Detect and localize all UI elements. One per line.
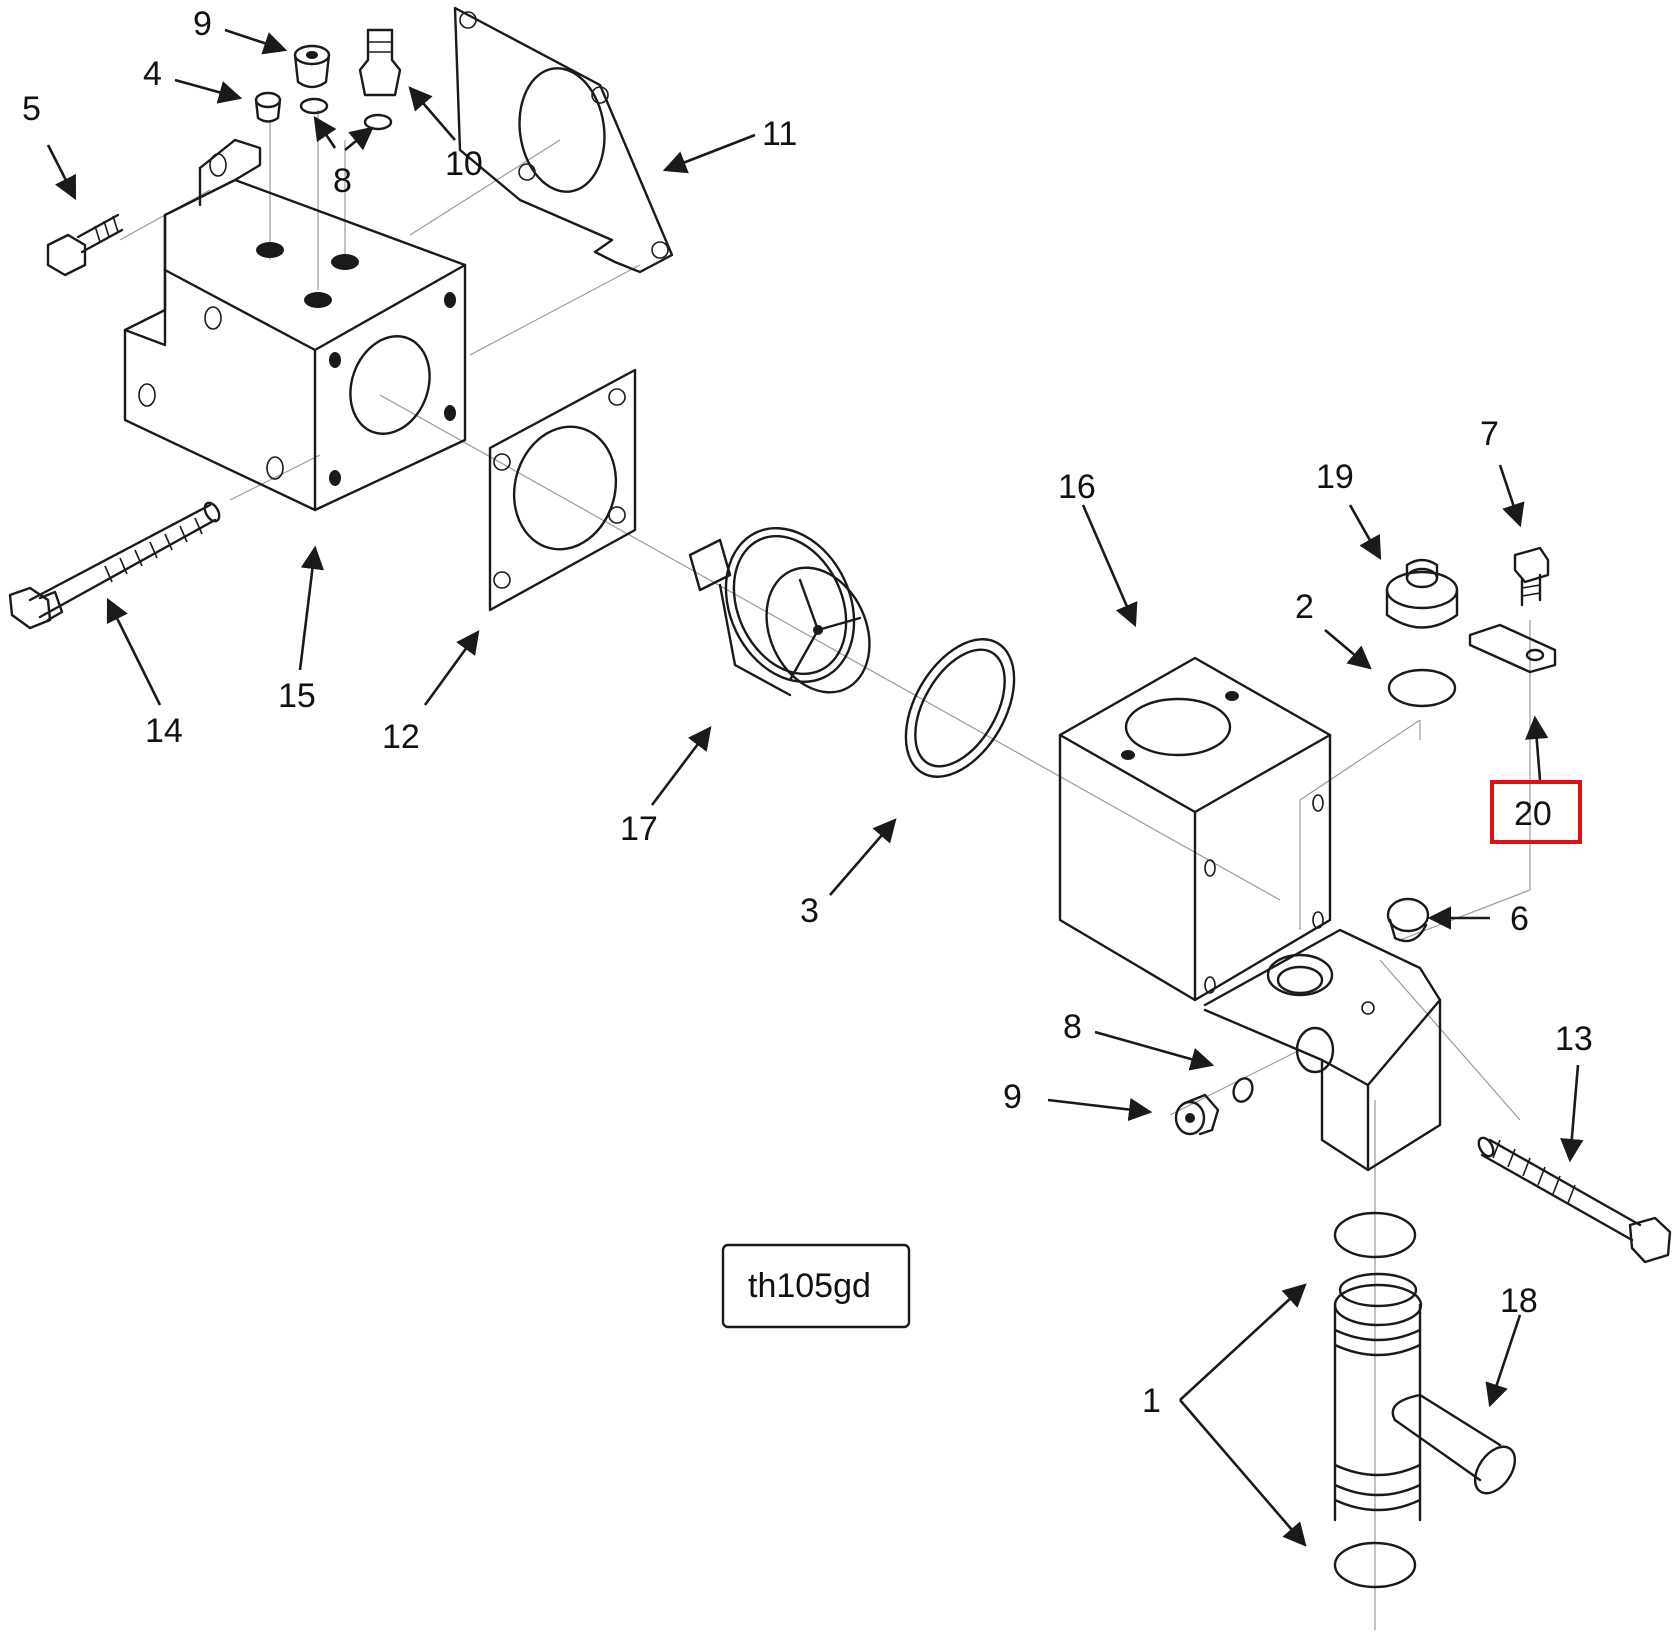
- part-13-bolt: [1477, 1136, 1672, 1264]
- callout-9-lower: 9: [1003, 1078, 1022, 1116]
- callout-17: 17: [620, 810, 658, 848]
- part-12-gasket: [488, 368, 637, 612]
- callout-labels: 9 4 5 8 10 11 14 15 12 17 3 16 19 2 7 6 …: [22, 5, 1593, 1420]
- part-7-bolt: [1513, 546, 1550, 607]
- part-16-housing: [1058, 656, 1442, 1172]
- part-10-fitting: [358, 28, 402, 97]
- part-15-housing: [123, 138, 467, 512]
- part-5-bolt: [46, 213, 124, 277]
- callout-18: 18: [1500, 1282, 1538, 1320]
- callout-2: 2: [1295, 588, 1314, 626]
- part-8-o-ring-lower: [1232, 1077, 1254, 1103]
- callout-1: 1: [1142, 1382, 1161, 1420]
- callout-6: 6: [1510, 900, 1529, 938]
- callout-8-lower: 8: [1063, 1008, 1082, 1046]
- part-9-plug-lower: [1174, 1093, 1220, 1136]
- part-14-bolt: [8, 501, 221, 630]
- callout-4: 4: [143, 55, 162, 93]
- highlight-box: [1490, 780, 1582, 844]
- callout-20: 20: [1514, 795, 1552, 833]
- callout-15: 15: [278, 677, 316, 715]
- part-6-plug: [1386, 897, 1430, 943]
- callout-16: 16: [1058, 468, 1096, 506]
- callout-9: 9: [193, 5, 212, 43]
- reference-code-box: th105gd: [721, 1243, 911, 1329]
- callout-7: 7: [1480, 415, 1499, 453]
- part-20-bracket: [1468, 623, 1557, 674]
- callout-10: 10: [445, 145, 483, 183]
- callout-3: 3: [800, 892, 819, 930]
- part-4-plug: [254, 91, 282, 123]
- part-8-o-rings-top: [299, 97, 393, 131]
- assembly-centerlines: [119, 110, 1531, 1630]
- callout-20-highlighted[interactable]: 20: [1490, 780, 1582, 844]
- callout-14: 14: [145, 712, 183, 750]
- part-19-cap: [1385, 558, 1459, 629]
- part-18-tee-pipe: [1333, 1272, 1517, 1522]
- callout-8: 8: [333, 162, 352, 200]
- part-2-o-ring: [1387, 668, 1457, 708]
- callout-11: 11: [762, 115, 797, 153]
- part-17-thermostat: [688, 526, 871, 697]
- callout-19: 19: [1316, 458, 1354, 496]
- part-9-plug-top: [293, 44, 331, 89]
- part-11-gasket: [453, 6, 674, 274]
- reference-code: th105gd: [748, 1267, 871, 1305]
- callout-5: 5: [22, 90, 41, 128]
- callout-12: 12: [382, 718, 420, 756]
- part-1-o-rings: [1333, 1211, 1417, 1589]
- leader-arrows: [46, 28, 1584, 1547]
- callout-13: 13: [1555, 1020, 1593, 1058]
- part-3-seal-ring: [904, 638, 1016, 778]
